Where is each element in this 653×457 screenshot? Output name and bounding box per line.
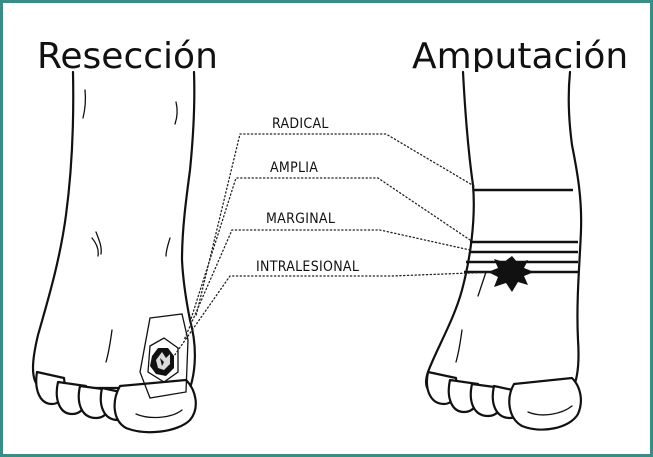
- title-right: Amputación: [412, 36, 628, 77]
- left-foot: [33, 72, 196, 432]
- leader-lines: [174, 134, 496, 356]
- label-intralesional: INTRALESIONAL: [256, 259, 359, 275]
- title-left: Resección: [37, 36, 218, 77]
- label-marginal: MARGINAL: [266, 211, 335, 227]
- label-radical: RADICAL: [272, 116, 329, 132]
- right-foot: [426, 72, 581, 430]
- label-amplia: AMPLIA: [270, 160, 318, 176]
